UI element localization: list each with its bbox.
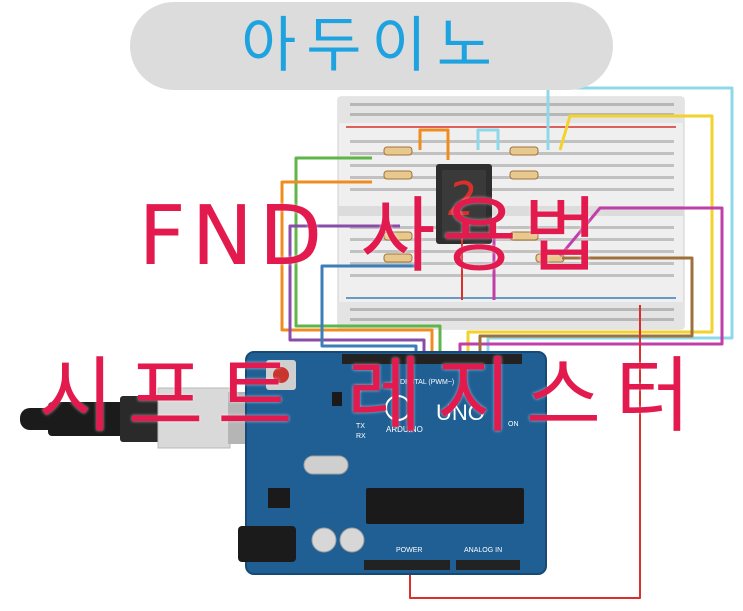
wire-red (409, 305, 641, 599)
wire-orange-short (418, 128, 450, 160)
wire-green (294, 156, 442, 356)
jumper-wires (280, 86, 734, 599)
board-model: UNO (436, 400, 485, 425)
header-pill-text: 아두이노 (241, 11, 502, 81)
usb-cable (20, 387, 258, 449)
wire-blue (320, 264, 420, 356)
wire-cyan-short (476, 128, 500, 150)
rx-label: RX (356, 433, 366, 440)
wire-magenta (458, 206, 724, 356)
tx-label: TX (356, 423, 365, 430)
resistors (383, 146, 565, 263)
analog-label: ANALOG IN (464, 547, 502, 554)
header-pill: 아두이노 (130, 2, 613, 90)
wire-orange (280, 180, 434, 356)
display-digit: 2 (448, 172, 476, 226)
wire-brown (478, 256, 694, 356)
on-label: ON (508, 421, 519, 428)
seven-segment-display (436, 164, 492, 244)
breadboard (337, 96, 685, 330)
title-line-2: 시프트 레지스터 (38, 349, 705, 444)
wire-yellow (466, 114, 714, 356)
title-line-1: FND 사용법 (138, 189, 605, 284)
arduino-board: ARDUINO UNO DIGITAL (PWM~) TX RX ON POWE… (238, 351, 547, 575)
digital-label: DIGITAL (PWM~) (400, 379, 454, 386)
wire-purple (288, 224, 426, 356)
board-brand: ARDUINO (386, 425, 423, 434)
power-label: POWER (396, 547, 422, 554)
wire-cyan (486, 86, 734, 356)
